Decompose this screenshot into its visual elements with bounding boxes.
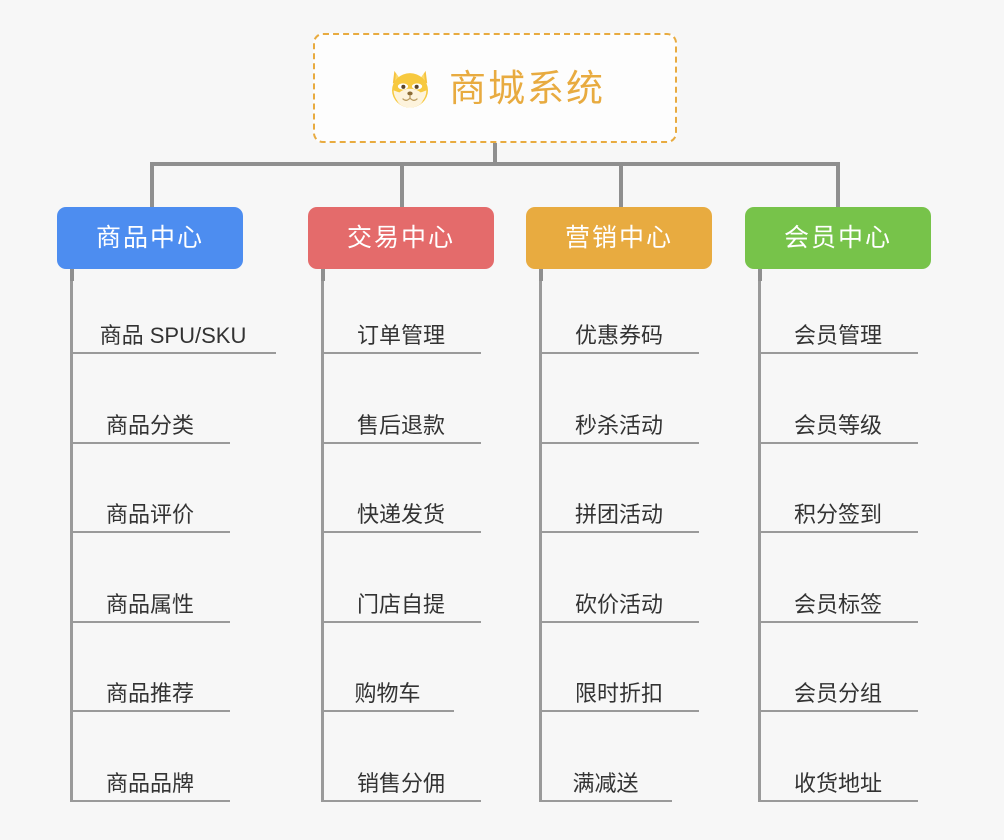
leaf-label-1-2: 快递发货 [356,501,445,527]
leaf-label-1-0: 订单管理 [356,322,445,348]
leaf-item-2-4[interactable]: 限时折扣 [539,668,699,712]
leaf-label-3-5: 收货地址 [793,770,882,796]
leaf-label-3-1: 会员等级 [793,412,882,438]
leaf-label-1-4: 购物车 [354,680,421,706]
leaf-label-2-5: 满减送 [572,770,639,796]
leaf-item-3-0[interactable]: 会员管理 [758,310,918,354]
leaf-item-0-4[interactable]: 商品推荐 [70,668,230,712]
leaf-label-1-1: 售后退款 [356,412,445,438]
leaf-label-3-3: 会员标签 [793,591,882,617]
leaf-label-2-3: 砍价活动 [574,591,663,617]
leaf-item-2-3[interactable]: 砍价活动 [539,579,699,623]
column-stem-0 [70,281,73,802]
branch-connector-1 [400,162,404,207]
root-node-content: 商城系统 [385,63,605,113]
leaf-label-0-3: 商品属性 [105,591,194,617]
branch-connector-0 [150,162,154,207]
leaf-label-0-4: 商品推荐 [105,680,194,706]
category-label-3: 会员中心 [783,223,892,252]
category-node-1[interactable]: 交易中心 [308,207,494,269]
leaf-item-2-5[interactable]: 满减送 [539,758,672,802]
leaf-item-1-5[interactable]: 销售分佣 [321,758,481,802]
leaf-label-0-2: 商品评价 [105,501,194,527]
leaf-label-0-1: 商品分类 [105,412,194,438]
leaf-label-2-4: 限时折扣 [574,680,663,706]
category-drop-connector-0 [70,269,74,281]
leaf-item-3-5[interactable]: 收货地址 [758,758,918,802]
leaf-item-0-3[interactable]: 商品属性 [70,579,230,623]
category-node-2[interactable]: 营销中心 [526,207,712,269]
leaf-item-2-2[interactable]: 拼团活动 [539,489,699,533]
leaf-item-1-2[interactable]: 快递发货 [321,489,481,533]
leaf-item-1-3[interactable]: 门店自提 [321,579,481,623]
leaf-item-3-2[interactable]: 积分签到 [758,489,918,533]
leaf-item-0-0[interactable]: 商品 SPU/SKU [70,310,276,354]
leaf-item-1-1[interactable]: 售后退款 [321,400,481,444]
leaf-item-3-4[interactable]: 会员分组 [758,668,918,712]
category-drop-connector-3 [758,269,762,281]
leaf-label-3-4: 会员分组 [793,680,882,706]
leaf-item-3-1[interactable]: 会员等级 [758,400,918,444]
leaf-label-2-1: 秒杀活动 [574,412,663,438]
leaf-item-1-0[interactable]: 订单管理 [321,310,481,354]
leaf-item-1-4[interactable]: 购物车 [321,668,454,712]
leaf-item-2-1[interactable]: 秒杀活动 [539,400,699,444]
category-node-3[interactable]: 会员中心 [745,207,931,269]
category-label-2: 营销中心 [564,223,673,252]
category-label-1: 交易中心 [346,223,455,252]
root-trunk-connector [493,143,497,164]
leaf-label-3-2: 积分签到 [793,501,882,527]
shiba-dog-icon [392,70,428,109]
leaf-item-0-1[interactable]: 商品分类 [70,400,230,444]
root-node[interactable]: 商城系统 [313,33,677,143]
leaf-label-3-0: 会员管理 [793,322,882,348]
root-title: 商城系统 [449,67,605,109]
leaf-item-0-2[interactable]: 商品评价 [70,489,230,533]
leaf-label-0-0: 商品 SPU/SKU [99,322,247,348]
column-stem-2 [539,281,542,802]
leaf-label-1-3: 门店自提 [356,591,445,617]
category-label-0: 商品中心 [95,223,204,252]
bus-connector [150,162,840,166]
leaf-item-2-0[interactable]: 优惠券码 [539,310,699,354]
leaf-item-3-3[interactable]: 会员标签 [758,579,918,623]
branch-connector-2 [619,162,623,207]
column-stem-3 [758,281,761,802]
category-drop-connector-2 [539,269,543,281]
leaf-item-0-5[interactable]: 商品品牌 [70,758,230,802]
branch-connector-3 [836,162,840,207]
category-drop-connector-1 [321,269,325,281]
leaf-label-2-2: 拼团活动 [574,501,663,527]
leaf-label-1-5: 销售分佣 [356,770,445,796]
column-stem-1 [321,281,324,802]
leaf-label-0-5: 商品品牌 [105,770,194,796]
category-node-0[interactable]: 商品中心 [57,207,243,269]
leaf-label-2-0: 优惠券码 [574,322,663,348]
